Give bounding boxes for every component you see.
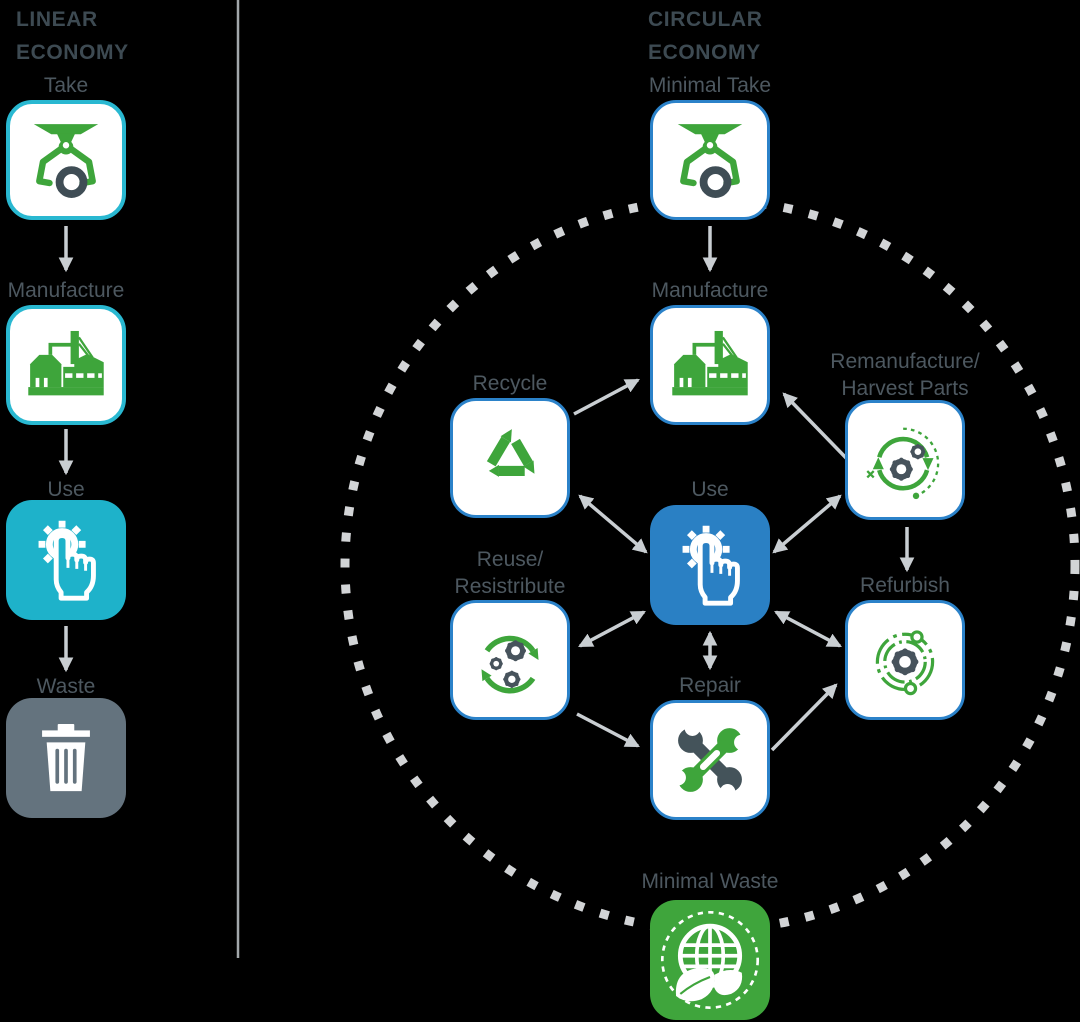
remanufacture-box	[845, 400, 965, 520]
arrow-use-recycle	[578, 494, 648, 554]
reuse-box	[450, 600, 570, 720]
manufacture-circular-label: Manufacture	[651, 279, 769, 302]
waste-label: Waste	[36, 675, 96, 698]
manufacture-label: Manufacture	[7, 279, 125, 302]
circular-economy-heading: CIRCULAR ECONOMY	[648, 8, 763, 64]
recycle-icon	[486, 429, 535, 477]
recycle-box	[450, 398, 570, 518]
refurbish-box	[845, 600, 965, 720]
repair-label: Repair	[679, 674, 741, 697]
gear-orbit-icon	[875, 630, 935, 696]
repair-box	[650, 700, 770, 820]
linear-economy-heading: LINEAR ECONOMY	[16, 8, 129, 64]
minimal-waste-box	[650, 900, 770, 1020]
minimal-take-label: Minimal Take	[648, 74, 772, 97]
wrenches-icon	[670, 720, 750, 800]
use-circular-box	[650, 505, 770, 625]
reuse-label: Reuse/ Resistribute	[454, 548, 566, 599]
arrow-reuse-repair	[576, 712, 640, 748]
waste-box	[6, 698, 126, 818]
minimal-waste-label: Minimal Waste	[641, 870, 779, 893]
arrow-use-refurbish	[774, 610, 842, 648]
claw-icon	[33, 124, 99, 198]
factory-icon	[28, 330, 104, 396]
arrows	[58, 226, 915, 752]
take-box	[6, 100, 126, 220]
arrow-use-remanufacture	[772, 494, 842, 554]
use-label: Use	[47, 478, 85, 501]
minimal-take-box	[650, 100, 770, 220]
arrow-recycle-manufacture	[573, 378, 640, 416]
factory-icon	[672, 330, 748, 396]
manufacture-circular-box	[650, 305, 770, 425]
arrow-use-reuse	[578, 610, 646, 648]
arrow-remanufacture-manufacture	[782, 392, 852, 464]
globe-leaf-icon	[660, 910, 760, 1010]
use-box	[6, 500, 126, 620]
hand-gear-icon	[682, 525, 740, 606]
refurbish-label: Refurbish	[860, 574, 950, 597]
gears-loop-icon	[481, 635, 539, 694]
claw-icon	[677, 124, 743, 198]
manufacture-box	[6, 305, 126, 425]
recycle-label: Recycle	[472, 372, 548, 395]
hand-gear-icon	[38, 520, 96, 601]
use-circular-label: Use	[691, 478, 729, 501]
gears-cycle-icon	[866, 427, 940, 500]
remanufacture-label: Remanufacture/ Harvest Parts	[830, 350, 980, 401]
arrow-repair-refurbish	[770, 683, 838, 752]
trash-icon	[42, 723, 90, 792]
take-label: Take	[43, 74, 89, 97]
